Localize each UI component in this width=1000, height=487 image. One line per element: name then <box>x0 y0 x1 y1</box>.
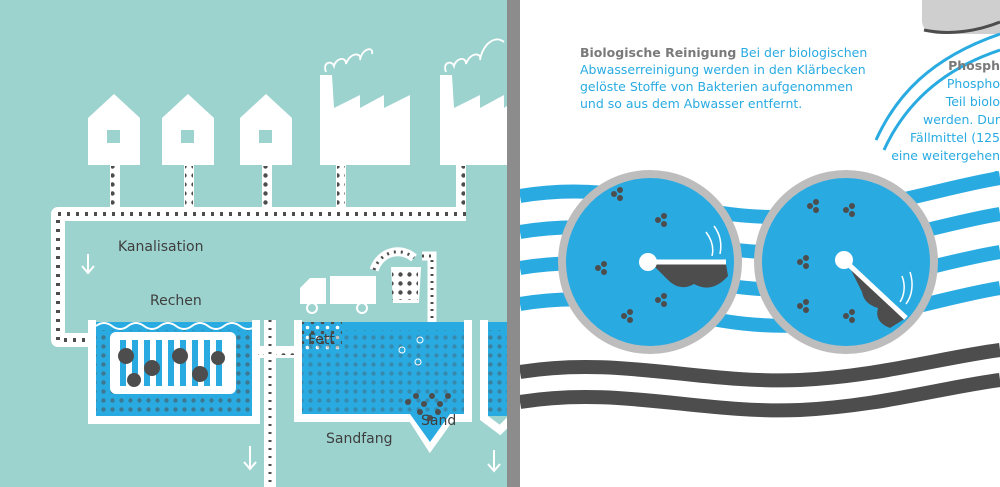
house-icon <box>88 94 292 165</box>
phosphor-line-5: eine weitergehen <box>891 148 1000 163</box>
phosphor-paragraph: Phosph Phospho Teil biolo werden. Dur Fä… <box>868 57 1000 183</box>
rechen-tank <box>88 320 260 424</box>
label-kanalisation: Kanalisation <box>118 239 204 255</box>
phosphor-flow-lines <box>874 32 1000 151</box>
label-fett: Fett <box>308 332 335 348</box>
biologische-reinigung-paragraph: Biologische Reinigung Bei der biologisch… <box>580 44 880 112</box>
phosphor-line-6: e <box>992 166 1000 181</box>
phosphor-line-3: werden. Dur <box>922 112 1000 127</box>
phosphor-heading: Phosph <box>948 58 1000 73</box>
smoke-icon <box>324 38 505 73</box>
sludge-flow-dark <box>520 343 1000 418</box>
label-sand: Sand <box>421 413 457 429</box>
phosphor-line-4: Fällmittel (125 <box>910 130 1000 145</box>
phosphor-line-2: Teil biolo <box>945 94 1000 109</box>
right-panel <box>520 0 1000 487</box>
tank-connector-pipe <box>256 320 298 487</box>
label-sandfang: Sandfang <box>326 431 393 447</box>
biologische-reinigung-heading: Biologische Reinigung <box>580 45 737 60</box>
kanalisation-pipe <box>51 207 466 347</box>
biologische-reinigung-text: Bei der biologischen Abwasserreinigung w… <box>580 45 868 111</box>
phosphor-line-1: Phospho <box>946 76 1000 91</box>
truck-icon <box>300 276 376 314</box>
next-tank-partial <box>480 320 507 436</box>
factory-icon <box>320 75 507 165</box>
sandfang-tank <box>294 320 472 454</box>
clarifier-tank-edge <box>922 0 1000 34</box>
label-rechen: Rechen <box>150 293 202 309</box>
left-panel <box>0 0 507 487</box>
page-gutter <box>507 0 520 487</box>
clarifier-basin-right <box>754 170 938 354</box>
down-arrow-icon <box>81 254 501 473</box>
clarifier-basin-left <box>558 170 742 354</box>
house-drain-pipes <box>110 165 466 215</box>
